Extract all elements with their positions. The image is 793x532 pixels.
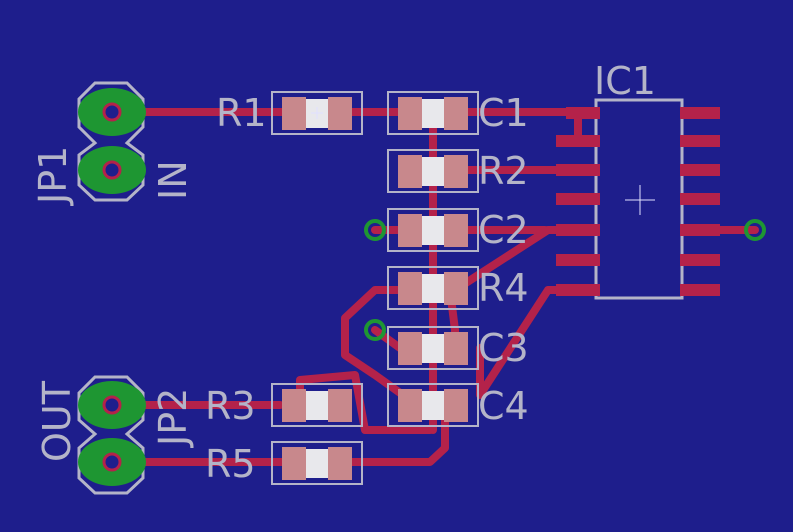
label-r1: R1 bbox=[216, 91, 267, 135]
label-jp1: JP1 bbox=[31, 146, 75, 206]
component-r5[interactable] bbox=[271, 441, 363, 485]
label-c4: C4 bbox=[478, 384, 529, 428]
trace-loop-left bbox=[341, 286, 419, 404]
label-c3: C3 bbox=[478, 326, 529, 370]
component-r1[interactable] bbox=[271, 91, 363, 135]
label-out: OUT bbox=[35, 380, 79, 462]
vias bbox=[364, 219, 766, 341]
label-c2: C2 bbox=[478, 208, 529, 252]
label-r2: R2 bbox=[478, 149, 529, 193]
component-r3[interactable] bbox=[271, 383, 363, 427]
component-c4[interactable] bbox=[387, 383, 479, 427]
label-in: IN bbox=[151, 160, 195, 200]
jp1-header[interactable] bbox=[77, 81, 146, 202]
via-c2 bbox=[364, 219, 386, 241]
component-c2[interactable] bbox=[387, 208, 479, 252]
via-c3 bbox=[364, 319, 386, 341]
label-r4: R4 bbox=[478, 266, 529, 310]
label-r5: R5 bbox=[205, 442, 256, 486]
label-jp2: JP2 bbox=[151, 388, 195, 448]
ic1-chip[interactable] bbox=[556, 98, 720, 300]
ic1-left-pins bbox=[556, 107, 600, 296]
ic1-right-pins bbox=[680, 107, 720, 296]
component-r2[interactable] bbox=[387, 149, 479, 193]
trace-r3-loop bbox=[296, 371, 434, 434]
component-c1[interactable] bbox=[387, 91, 479, 135]
jp2-header[interactable] bbox=[77, 375, 146, 495]
component-r4[interactable] bbox=[387, 266, 479, 310]
trace-r5-c4 bbox=[326, 396, 449, 466]
component-c3[interactable] bbox=[387, 326, 479, 370]
label-c1: C1 bbox=[478, 91, 529, 135]
label-ic1: IC1 bbox=[594, 59, 656, 103]
label-r3: R3 bbox=[205, 384, 256, 428]
silkscreen-labels: R1 C1 R2 C2 R4 C3 C4 R3 R5 IC1 JP1 IN OU… bbox=[31, 59, 656, 486]
via-ic bbox=[744, 219, 766, 241]
